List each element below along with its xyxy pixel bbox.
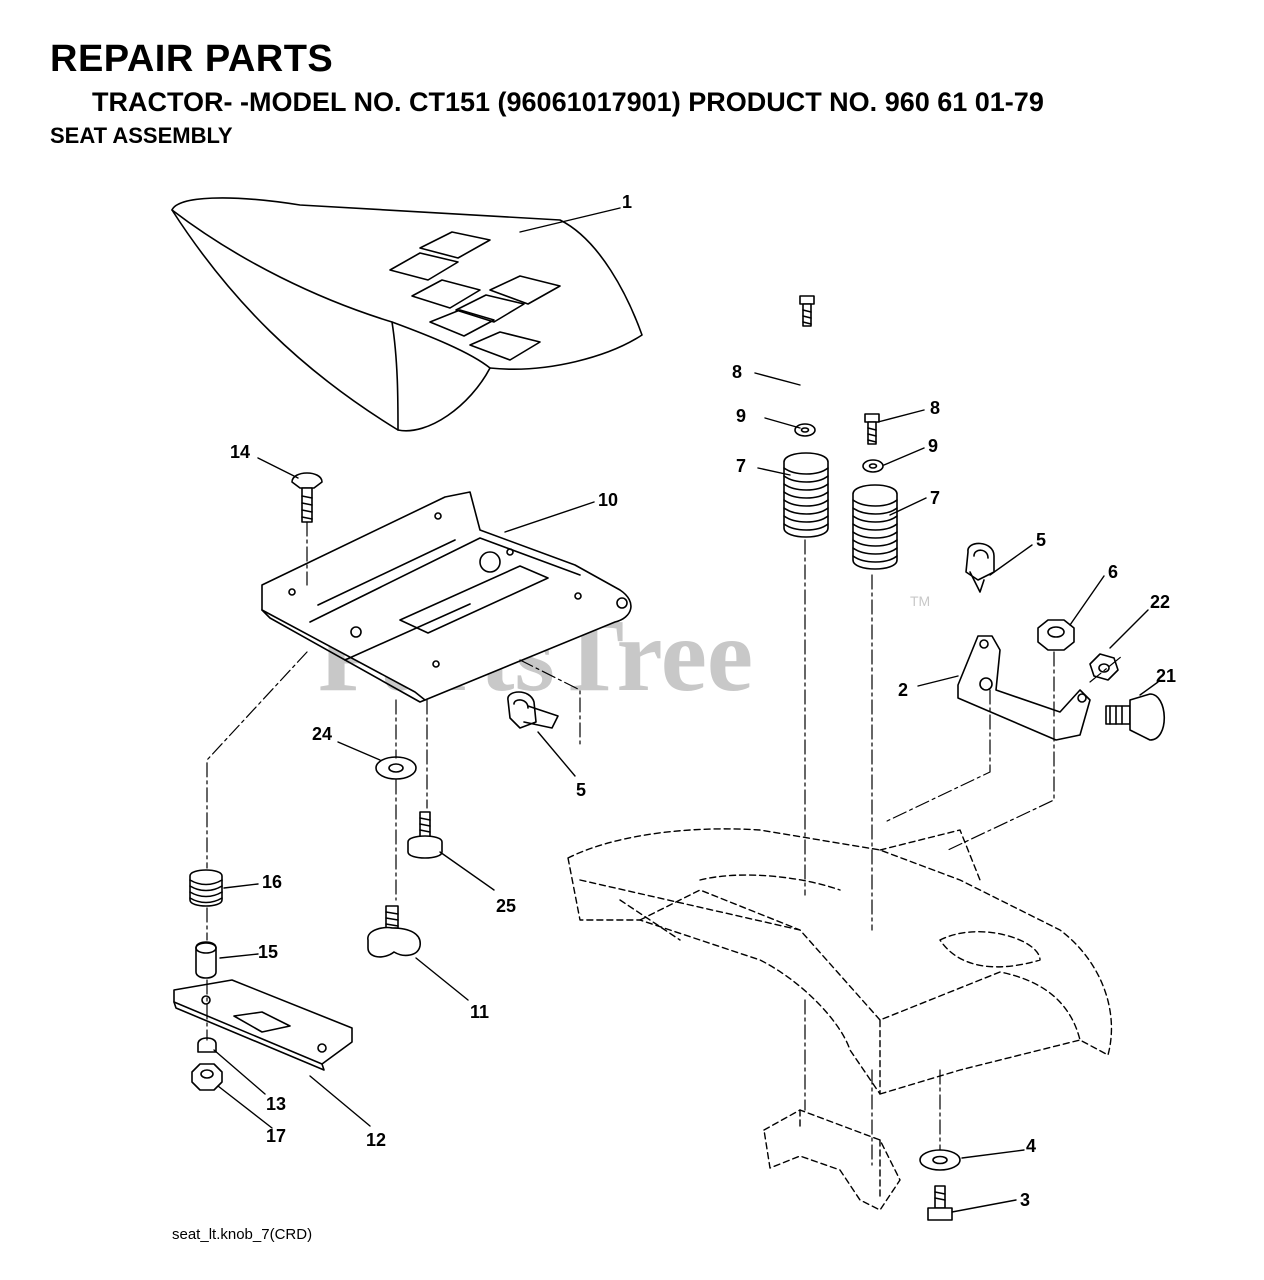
callout-9-right: 9 <box>928 436 938 456</box>
washer-part[interactable] <box>375 756 417 780</box>
clip-part-lower[interactable] <box>507 691 559 729</box>
page-title: REPAIR PARTS <box>50 38 334 80</box>
callout-9-left: 9 <box>736 406 746 426</box>
callout-8-left: 8 <box>732 362 742 382</box>
callout-11: 11 <box>470 1002 489 1022</box>
seat-part[interactable] <box>171 197 643 432</box>
callout-10: 10 <box>598 490 618 510</box>
callout-16: 16 <box>262 872 282 892</box>
callout-24: 24 <box>312 724 332 744</box>
clip-part-upper[interactable] <box>965 542 995 593</box>
callout-4: 4 <box>1026 1136 1036 1156</box>
seat-pan-part[interactable] <box>261 491 632 703</box>
lock-nut-part[interactable] <box>197 1037 217 1053</box>
callout-21: 21 <box>1156 666 1176 686</box>
callout-5-upper: 5 <box>1036 530 1046 550</box>
hex-bolt-part[interactable] <box>927 1185 953 1221</box>
nut-part[interactable] <box>1037 619 1075 651</box>
knob-part[interactable] <box>367 905 421 958</box>
flange-bolt-part[interactable] <box>407 811 443 859</box>
callout-12: 12 <box>366 1130 386 1150</box>
tractor-frame-reference <box>567 828 1113 1211</box>
bracket-part[interactable] <box>957 635 1091 741</box>
callout-3: 3 <box>1020 1190 1030 1210</box>
section-title: SEAT ASSEMBLY <box>50 123 233 148</box>
callout-2: 2 <box>898 680 908 700</box>
carriage-bolt-part[interactable] <box>291 472 323 523</box>
watermark-trademark: TM <box>910 593 930 609</box>
washer-part-lower[interactable] <box>919 1149 961 1171</box>
slide-plate-part[interactable] <box>173 979 353 1071</box>
callout-15: 15 <box>258 942 278 962</box>
callout-8-right: 8 <box>930 398 940 418</box>
drawing-reference-id: seat_lt.knob_7(CRD) <box>172 1226 313 1243</box>
knob-bolt-part[interactable] <box>1105 693 1166 741</box>
callout-22: 22 <box>1150 592 1170 612</box>
callout-1: 1 <box>622 192 632 212</box>
flange-nut-part-lower[interactable] <box>191 1063 223 1091</box>
flange-nut-part[interactable] <box>1089 653 1119 681</box>
callout-7-left: 7 <box>736 456 746 476</box>
bolt-washer-spring-right[interactable] <box>852 413 898 570</box>
leader-lines <box>213 207 1159 1213</box>
callout-14: 14 <box>230 442 250 462</box>
callout-5-lower: 5 <box>576 780 586 800</box>
spacer-part[interactable] <box>195 941 217 979</box>
callout-17: 17 <box>266 1126 286 1146</box>
model-subtitle: TRACTOR- -MODEL NO. CT151 (96061017901) … <box>92 87 1044 117</box>
alignment-lines <box>206 521 1123 1166</box>
callout-13: 13 <box>266 1094 286 1114</box>
small-spring-part[interactable] <box>189 869 223 907</box>
callout-25: 25 <box>496 896 516 916</box>
callout-6: 6 <box>1108 562 1118 582</box>
bolt-washer-spring-left[interactable] <box>783 295 829 538</box>
callout-7-right: 7 <box>930 488 940 508</box>
